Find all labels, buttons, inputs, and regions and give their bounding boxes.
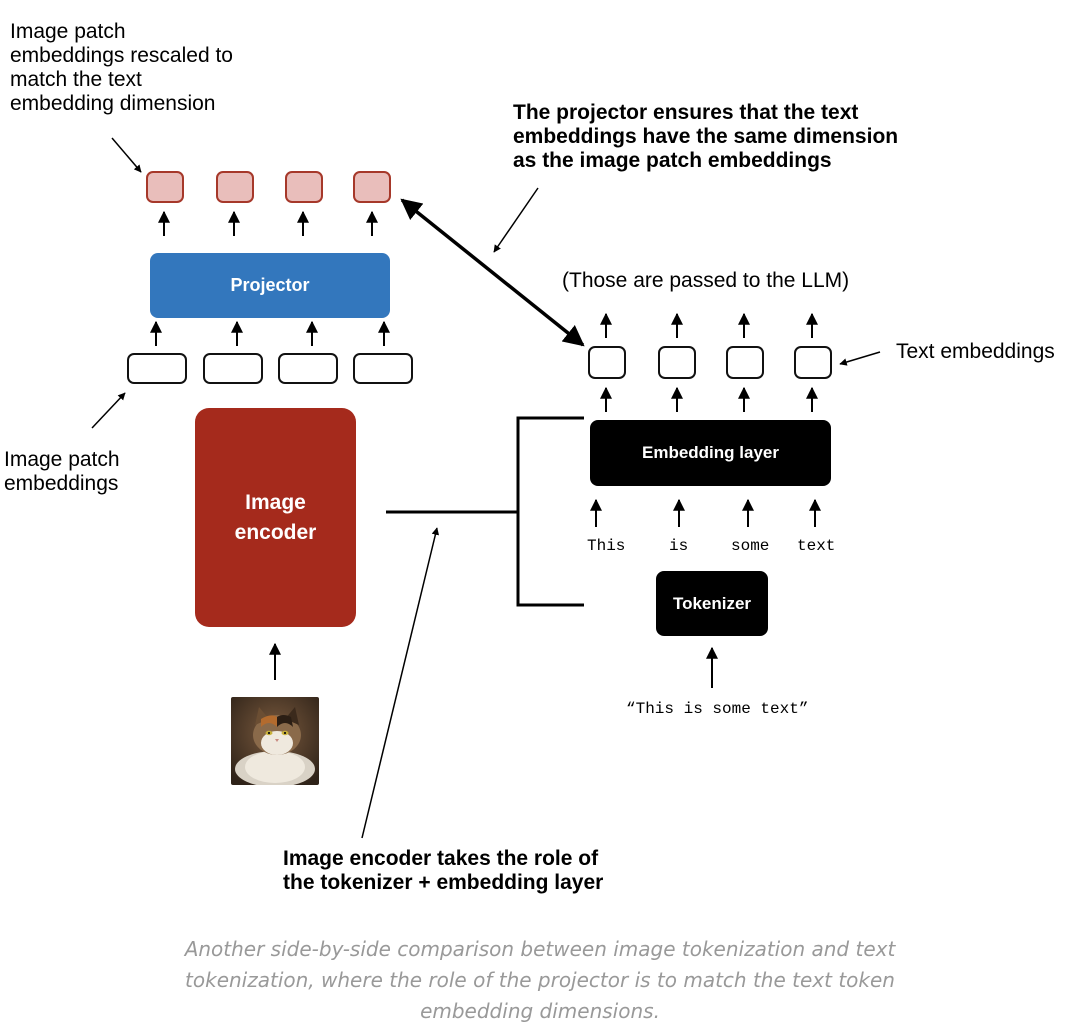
- token-input-arrows: [590, 498, 821, 527]
- role-bracket: [386, 416, 584, 607]
- projector-note-pointer: [493, 187, 539, 253]
- passed-to-llm-label: (Those are passed to the LLM): [562, 269, 850, 292]
- embedding-layer-box: Embedding layer: [590, 420, 831, 486]
- image-patch-embedding: [353, 353, 413, 384]
- patch-embeddings-label: Image patch embeddings: [4, 448, 120, 495]
- embedding-output-arrows: [600, 386, 818, 412]
- rescaled-patch-embedding: [353, 171, 391, 203]
- image-encoder-label-line: Image: [245, 490, 306, 514]
- token-label: text: [797, 537, 836, 555]
- projector-output-arrows: [158, 210, 378, 236]
- text-embedding: [726, 346, 764, 379]
- projector-label: Projector: [230, 275, 310, 295]
- token-label: is: [669, 537, 689, 555]
- figure-caption: Another side-by-side comparison between …: [184, 937, 896, 1023]
- cat-photo: [231, 697, 319, 785]
- embedding-layer-label: Embedding layer: [642, 443, 779, 462]
- encoder-role-pointer: [361, 527, 440, 839]
- token-label: This: [587, 537, 626, 555]
- input-text-label: “This is some text”: [626, 700, 809, 718]
- projector-input-arrows: [150, 320, 390, 346]
- image-encoder-box: Image encoder: [195, 408, 356, 627]
- rescaled-patch-embedding: [285, 171, 323, 203]
- token-label: some: [731, 537, 770, 555]
- text-embedding: [658, 346, 696, 379]
- rescaled-patch-embedding: [146, 171, 184, 203]
- projector-box: Projector: [150, 253, 390, 318]
- text-embedding: [588, 346, 626, 379]
- image-patch-embedding: [203, 353, 263, 384]
- tokenizer-box: Tokenizer: [656, 571, 768, 636]
- rescaled-patch-embedding: [216, 171, 254, 203]
- dimension-match-double-arrow: [400, 198, 585, 347]
- image-patch-embedding: [127, 353, 187, 384]
- text-emb-label-pointer: [839, 351, 881, 366]
- projector-note: The projector ensures that the text embe…: [513, 101, 899, 172]
- text-embedding: [794, 346, 832, 379]
- image-patch-embedding: [278, 353, 338, 384]
- rescaled-patches-label: Image patch embeddings rescaled to match…: [10, 20, 233, 115]
- tokenizer-label: Tokenizer: [672, 593, 752, 613]
- image-encoder-label-line: encoder: [234, 520, 317, 544]
- encoder-role-note: Image encoder takes the role of the toke…: [283, 847, 604, 894]
- llm-output-arrows: [600, 312, 818, 338]
- rescaled-label-pointer: [111, 137, 142, 173]
- patch-label-pointer: [91, 392, 126, 429]
- text-embeddings-label: Text embeddings: [896, 340, 1055, 363]
